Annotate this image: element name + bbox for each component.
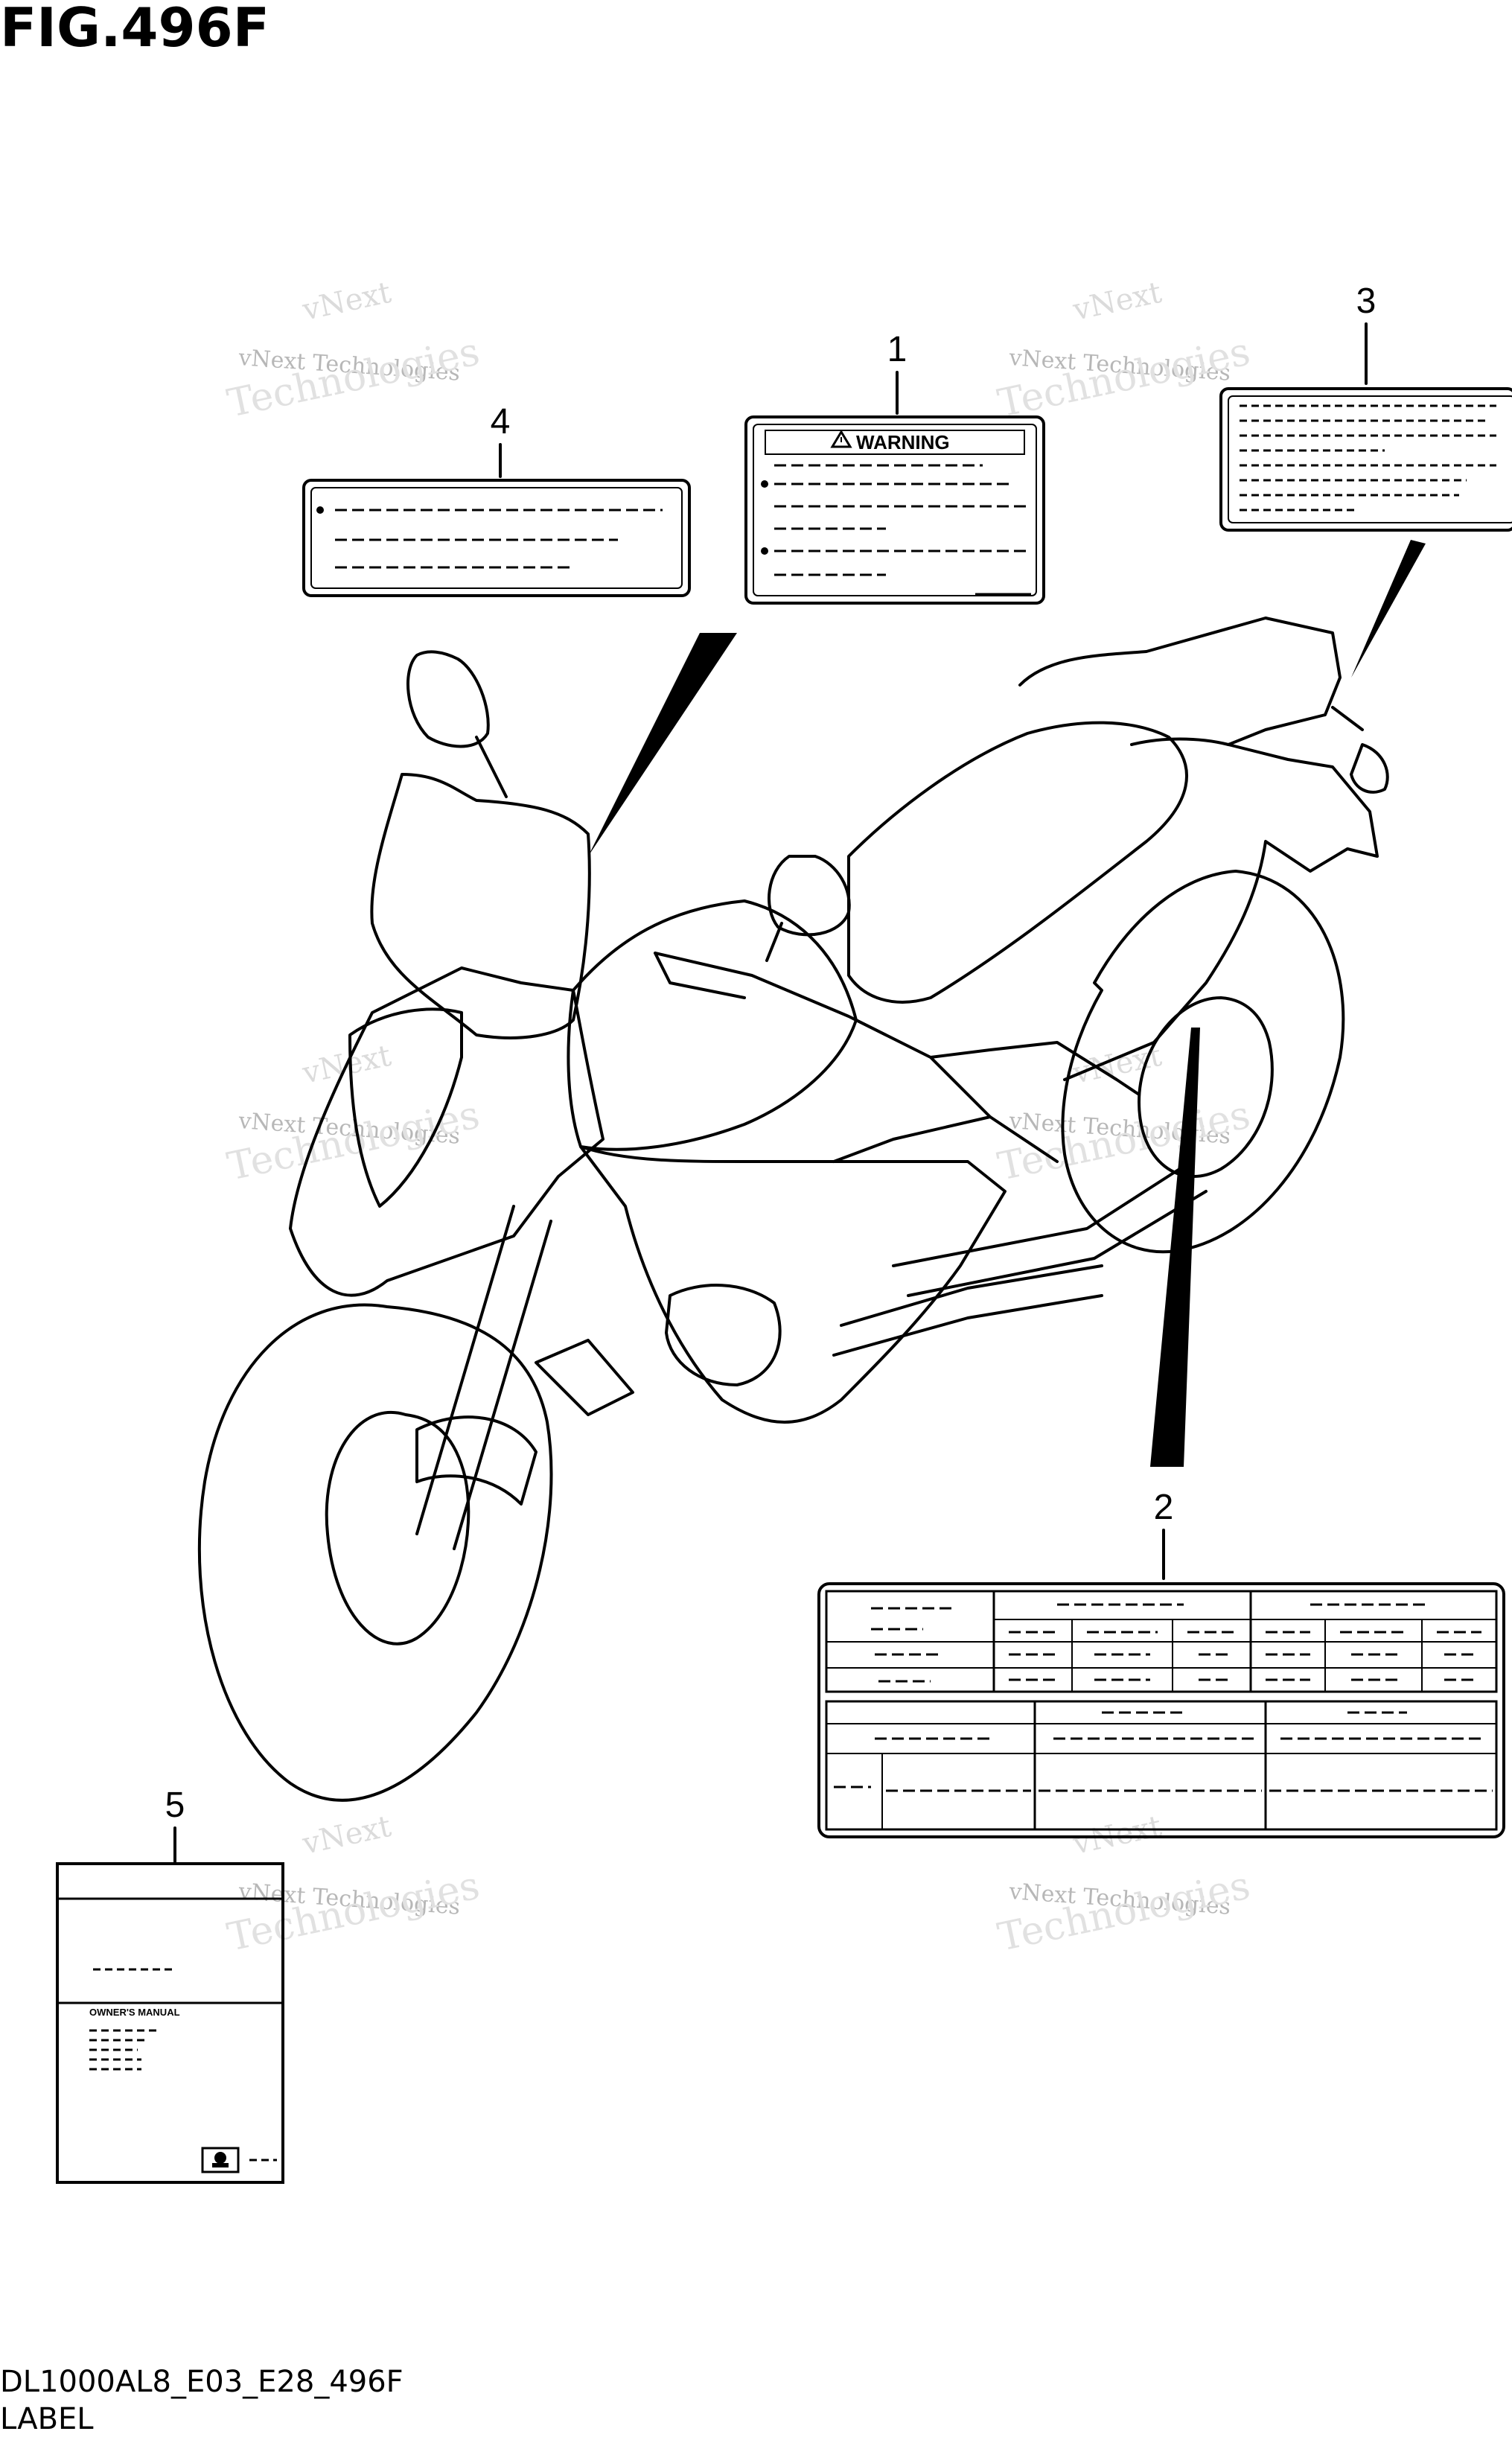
- svg-text:vNext: vNext: [299, 275, 395, 328]
- callout-number-3: 3: [1356, 281, 1377, 321]
- handlebar: [654, 952, 887, 1036]
- section-label: LABEL: [0, 2402, 94, 2436]
- rear-tire: [1061, 870, 1345, 1254]
- svg-text:Technologies: Technologies: [223, 1863, 483, 1960]
- figure-title: FIG.496F: [0, 0, 269, 59]
- headlight: [348, 1007, 463, 1208]
- callout-number-4: 4: [491, 402, 511, 442]
- callout-number-5: 5: [165, 1786, 185, 1825]
- callout-number-2: 2: [1154, 1488, 1174, 1527]
- swingarm: [892, 1160, 1208, 1297]
- svg-text:Technologies: Technologies: [994, 1863, 1254, 1960]
- label-3: 3: [1219, 281, 1512, 532]
- watermark-bottom-right: vNext vNext Technologies Technologies: [994, 1809, 1254, 1960]
- front-fork: [415, 1205, 552, 1550]
- right-mirror: [765, 855, 851, 962]
- frame: [832, 1019, 1141, 1163]
- left-mirror: [406, 650, 508, 798]
- rear-light: [1331, 706, 1389, 794]
- watermark-top-right: vNext vNext Technologies Technologies: [994, 275, 1254, 427]
- svg-text:Technologies: Technologies: [994, 1092, 1254, 1189]
- label-4: 4: [302, 402, 691, 597]
- watermark-bottom-left: vNext vNext Technologies Technologies: [223, 1809, 483, 1960]
- svg-text:Technologies: Technologies: [223, 329, 483, 426]
- leader-label-3: [1351, 540, 1426, 678]
- svg-text:vNext: vNext: [1070, 1039, 1165, 1091]
- exhaust: [535, 1264, 1103, 1416]
- label-1-warning: 1 WARNING: [744, 330, 1045, 605]
- motorcycle-illustration: [197, 617, 1389, 1802]
- svg-text:vNext: vNext: [1070, 1809, 1165, 1861]
- label-5-owners-manual: 5 OWNER'S MANUAL: [56, 1786, 284, 2184]
- watermark-group: vNext vNext Technologies Technologies vN…: [223, 275, 1254, 1960]
- svg-text:Technologies: Technologies: [994, 329, 1254, 426]
- label-2-tire-table: 2: [817, 1488, 1505, 1838]
- leader-label-2: [1150, 1028, 1200, 1467]
- leader-label-4: [588, 633, 737, 856]
- watermark-mid-right: vNext vNext Technologies Technologies: [994, 1039, 1254, 1190]
- engine: [579, 1145, 1007, 1424]
- engine-cover: [665, 1284, 782, 1386]
- svg-text:vNext: vNext: [299, 1809, 395, 1861]
- fuel-tank: [567, 899, 858, 1151]
- windscreen: [370, 773, 591, 1039]
- seat: [847, 721, 1188, 1004]
- front-fender: [415, 1415, 538, 1506]
- svg-text:vNext: vNext: [1070, 275, 1165, 328]
- model-code: DL1000AL8_E03_E28_496F: [0, 2365, 403, 2399]
- rear-rack: [1018, 617, 1342, 746]
- rear-rim: [1138, 996, 1274, 1178]
- warning-triangle-icon: [830, 430, 852, 448]
- callout-number-1: 1: [887, 330, 907, 369]
- tail-section: [1063, 743, 1379, 1081]
- front-tire: [197, 1303, 553, 1802]
- front-fairing: [289, 966, 605, 1297]
- owners-manual-text: OWNER'S MANUAL: [89, 2007, 180, 2018]
- warning-header-text: WARNING: [856, 431, 950, 453]
- watermark-top-left: vNext vNext Technologies Technologies: [223, 275, 483, 427]
- front-rim: [325, 1410, 470, 1646]
